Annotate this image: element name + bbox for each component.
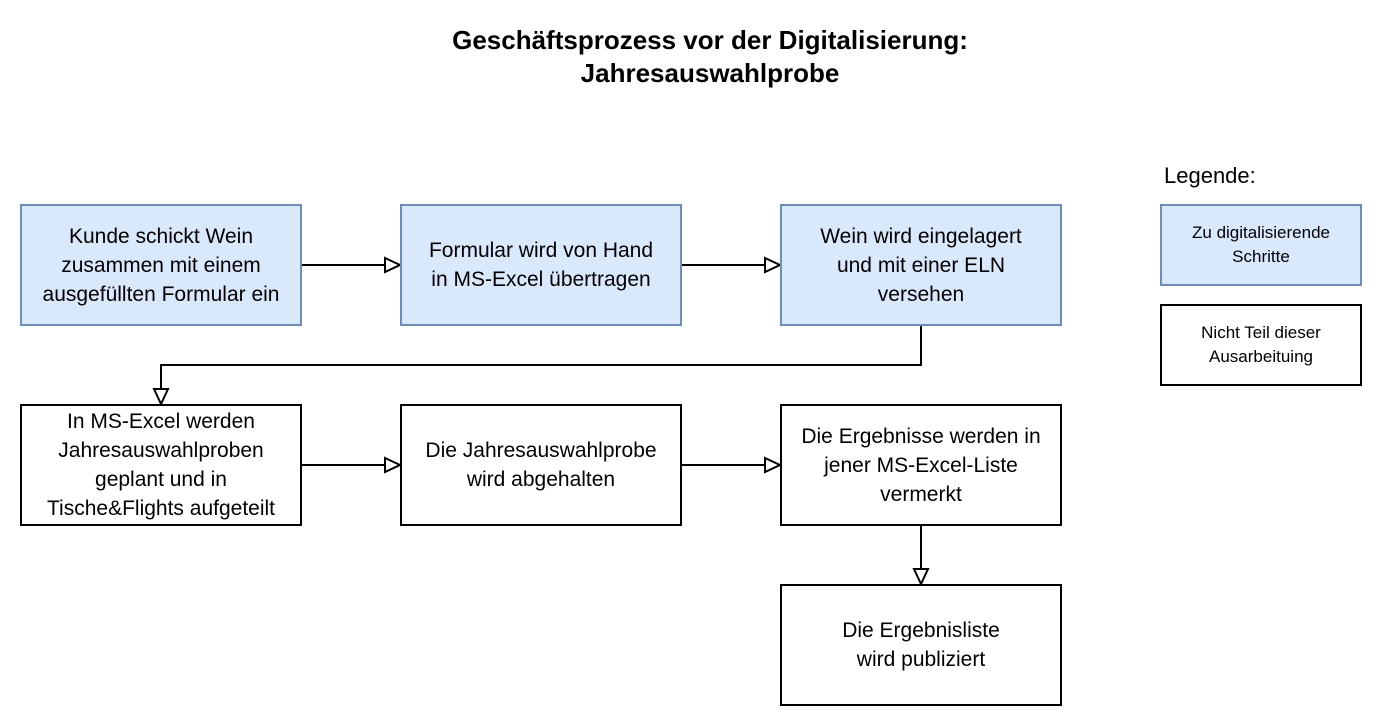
step-tasting-held: Die Jahresauswahlprobe wird abgehalten (400, 404, 682, 526)
step-label: Wein wird eingelagert und mit einer ELN … (820, 224, 1022, 306)
legend-item-not-included: Nicht Teil dieser Ausarbeituing (1160, 304, 1362, 386)
step-customer-sends-wine: Kunde schickt Wein zusammen mit einem au… (20, 204, 302, 326)
arrowhead-s1-s2 (384, 256, 403, 274)
step-form-to-excel: Formular wird von Hand in MS-Excel übert… (400, 204, 682, 326)
legend-item-digital: Zu digitalisierende Schritte (1160, 204, 1362, 286)
step-results-recorded: Die Ergebnisse werden in jener MS-Excel-… (780, 404, 1062, 526)
arrowhead-s5-s6 (764, 456, 783, 474)
step-label: Formular wird von Hand in MS-Excel übert… (428, 239, 654, 291)
diagram-title: Geschäftsprozess vor der Digitalisierung… (0, 24, 1382, 90)
arrowhead-s4-s5 (384, 456, 403, 474)
step-plan-tasting-excel: In MS-Excel werden Jahresauswahlproben g… (20, 404, 302, 526)
legend-item-label: Nicht Teil dieser Ausarbeituing (1201, 323, 1321, 366)
arrowhead-s6-s7 (912, 568, 930, 587)
step-label: Die Ergebnisse werden in jener MS-Excel-… (801, 424, 1041, 506)
legend-title: Legende: (1164, 163, 1256, 188)
step-label: Die Jahresauswahlprobe wird abgehalten (425, 439, 657, 491)
arrowhead-s2-s3 (764, 256, 783, 274)
arrowhead-s3-s4 (152, 388, 170, 407)
step-label: Die Ergebnisliste wird publiziert (842, 619, 1000, 671)
step-wine-stored-eln: Wein wird eingelagert und mit einer ELN … (780, 204, 1062, 326)
connector-s3-s4 (160, 325, 922, 390)
step-results-published: Die Ergebnisliste wird publiziert (780, 584, 1062, 706)
diagram-title-line-1: Geschäftsprozess vor der Digitalisierung… (452, 25, 968, 55)
step-label: Kunde schickt Wein zusammen mit einem au… (42, 224, 280, 306)
diagram-title-line-2: Jahresauswahlprobe (580, 58, 840, 88)
legend-item-label: Zu digitalisierende Schritte (1192, 223, 1330, 266)
step-label: In MS-Excel werden Jahresauswahlproben g… (47, 410, 275, 520)
